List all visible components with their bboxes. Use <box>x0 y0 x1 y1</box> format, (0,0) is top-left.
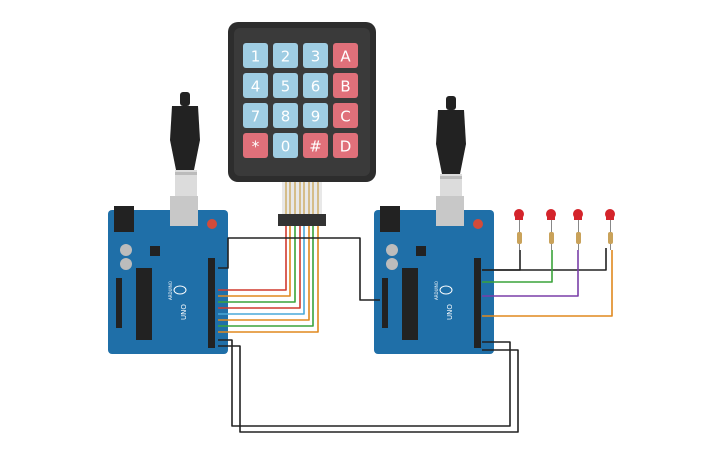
power-header <box>382 278 388 328</box>
wire-keypad-red-2 <box>218 226 301 309</box>
keypad-4x4[interactable]: 1 2 3 A 4 5 6 B 7 8 9 C * 0 # D <box>228 22 376 226</box>
keypad-key-label: B <box>340 78 350 96</box>
keypad-key-label: 4 <box>251 78 261 96</box>
keypad-key-label: 5 <box>281 78 291 96</box>
keypad-key[interactable] <box>273 73 298 98</box>
power-jack <box>380 206 400 232</box>
keypad-key[interactable] <box>303 133 328 158</box>
wire-keypad-orange <box>218 226 291 297</box>
wire-gnd-boards <box>218 237 380 301</box>
keypad-key-label: A <box>340 48 351 66</box>
board-brand-label: ARDUINO <box>168 281 173 300</box>
atmega-chip <box>402 268 418 340</box>
keypad-key[interactable] <box>273 103 298 128</box>
keypad-key-label: # <box>309 138 322 156</box>
reset-button <box>207 219 217 229</box>
digital-header <box>474 258 481 348</box>
led-1[interactable] <box>514 209 524 250</box>
board-model-label: UNO <box>180 304 188 320</box>
keypad-key[interactable] <box>333 103 358 128</box>
board-brand-label: ARDUINO <box>434 281 439 300</box>
keypad-key-label: * <box>252 138 260 156</box>
led-array <box>514 209 615 250</box>
wire-serial-rx <box>218 345 519 433</box>
power-header <box>116 278 122 328</box>
keypad-ribbon <box>282 182 322 216</box>
keypad-key-label: 6 <box>311 78 321 96</box>
arduino-logo-icon <box>439 285 453 295</box>
wire-led-purple <box>482 250 579 297</box>
keypad-connector <box>278 214 326 226</box>
capacitor <box>120 244 132 256</box>
reset-button <box>473 219 483 229</box>
keypad-key-label: 2 <box>281 48 291 66</box>
wire-keypad-blue <box>218 226 305 315</box>
resistor-2 <box>549 232 554 244</box>
resistor-4 <box>608 232 613 244</box>
led-4[interactable] <box>605 209 615 250</box>
keypad-key-label: 0 <box>281 138 291 156</box>
atmega-chip <box>136 268 152 340</box>
board-model-label: UNO <box>446 304 454 320</box>
keypad-key-label: 1 <box>251 48 261 66</box>
keypad-key-label: C <box>340 108 350 126</box>
usb-cable-left <box>170 92 200 196</box>
arduino-board-right[interactable]: UNO ARDUINO <box>374 196 494 354</box>
keypad-key[interactable] <box>303 43 328 68</box>
arduino-board-left[interactable]: UNO ARDUINO <box>108 196 228 354</box>
regulator <box>416 246 426 256</box>
wire-serial-tx <box>218 339 511 427</box>
wire-keypad-red <box>218 226 287 291</box>
keypad-key[interactable] <box>243 133 268 158</box>
keypad-key[interactable] <box>333 43 358 68</box>
keypad-key[interactable] <box>303 103 328 128</box>
wire-keypad-green <box>218 226 296 303</box>
resistor-3 <box>576 232 581 244</box>
keypad-key[interactable] <box>333 133 358 158</box>
led-2[interactable] <box>546 209 556 250</box>
keypad-key-label: 7 <box>251 108 261 126</box>
keypad-key[interactable] <box>243 43 268 68</box>
capacitor <box>386 258 398 270</box>
wire-keypad-orange-3 <box>218 226 319 333</box>
led-3[interactable] <box>573 209 583 250</box>
resistor-1 <box>517 232 522 244</box>
keypad-key-label: 8 <box>281 108 291 126</box>
capacitor <box>386 244 398 256</box>
keypad-key[interactable] <box>303 73 328 98</box>
digital-header <box>208 258 215 348</box>
wires <box>218 226 613 433</box>
usb-port <box>436 196 464 226</box>
keypad-key[interactable] <box>273 133 298 158</box>
keypad-key[interactable] <box>333 73 358 98</box>
keypad-keys: 1 2 3 A 4 5 6 B 7 8 9 C * 0 # D <box>243 43 358 158</box>
keypad-key[interactable] <box>243 103 268 128</box>
wire-keypad-green-2 <box>218 226 314 327</box>
keypad-ribbon-traces <box>285 182 319 216</box>
usb-port <box>170 196 198 226</box>
keypad-key[interactable] <box>243 73 268 98</box>
regulator <box>150 246 160 256</box>
wire-led-green <box>482 250 553 283</box>
arduino-logo-icon <box>173 285 187 295</box>
capacitor <box>120 258 132 270</box>
keypad-key[interactable] <box>273 43 298 68</box>
usb-cable-right <box>436 96 466 200</box>
keypad-key-label: 9 <box>311 108 321 126</box>
wire-keypad-orange-2 <box>218 226 310 321</box>
keypad-key-label: 3 <box>311 48 321 66</box>
wire-led-gnd-2 <box>482 248 607 271</box>
wire-led-orange <box>482 250 613 317</box>
power-jack <box>114 206 134 232</box>
keypad-key-label: D <box>340 138 352 156</box>
